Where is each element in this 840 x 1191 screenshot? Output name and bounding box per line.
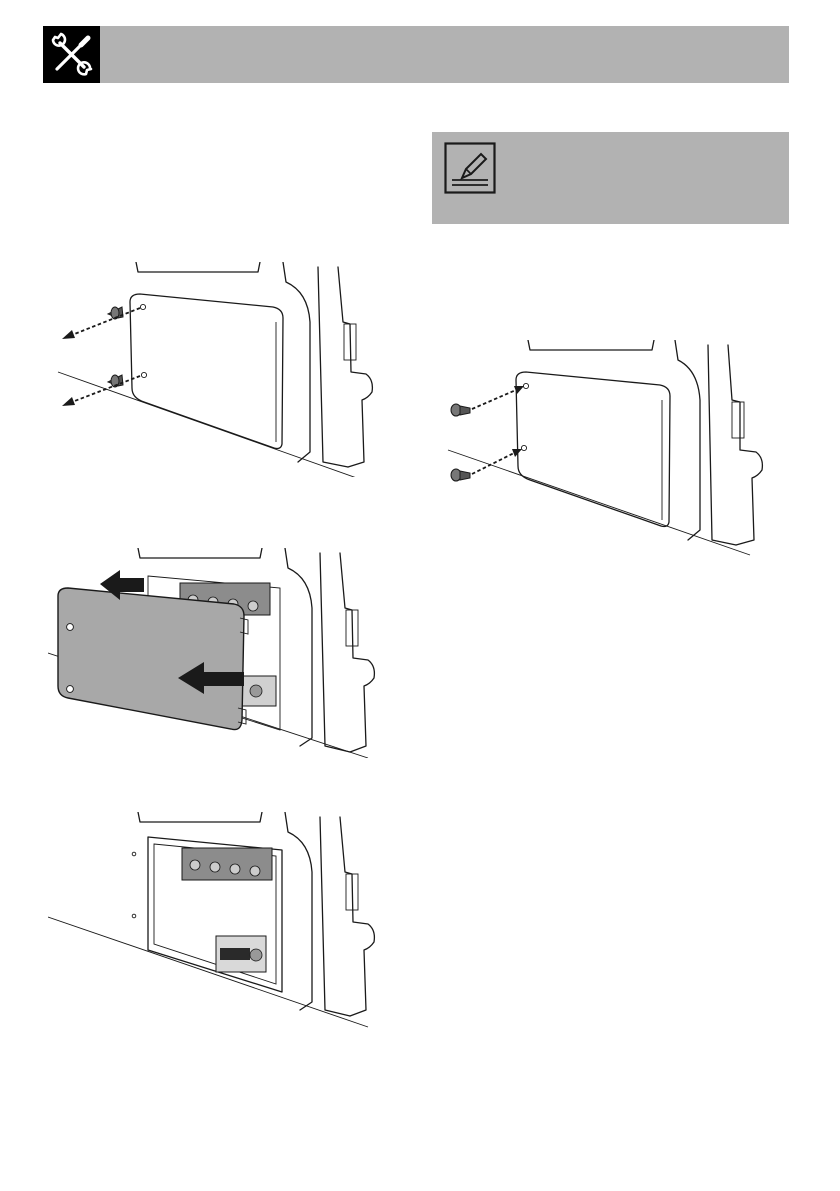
- screw-icon: [451, 469, 470, 481]
- figure-refit-screws: [440, 340, 780, 560]
- figure-terminal-board-exposed: [48, 812, 400, 1032]
- tools-icon: [43, 26, 100, 83]
- figure-remove-screws: [48, 262, 400, 477]
- pencil-note-icon: [444, 142, 496, 194]
- figure-slide-cover-out: [48, 548, 400, 758]
- screw-icon: [451, 404, 470, 416]
- terminal-block-icon: [182, 848, 272, 972]
- header-bar: [43, 26, 789, 83]
- note-box: [432, 132, 789, 224]
